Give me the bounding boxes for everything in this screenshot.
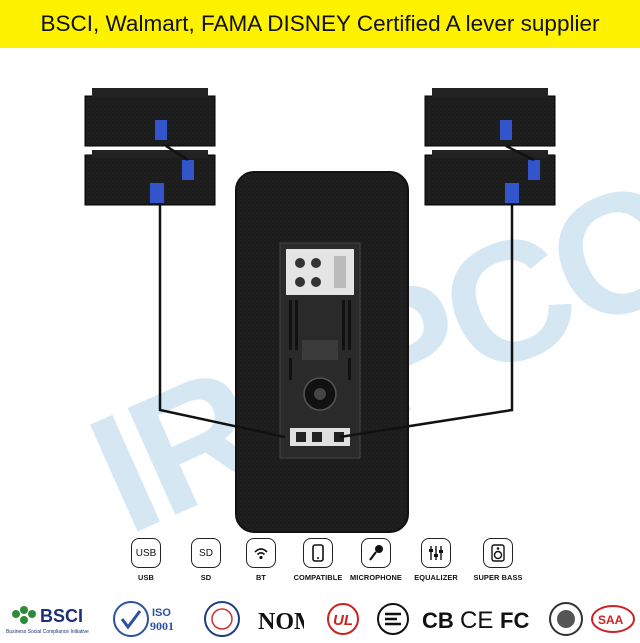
equalizer-icon	[421, 538, 451, 568]
speaker-left-bottom	[84, 150, 216, 206]
feature-super-bass: SUPER BASS	[470, 538, 526, 582]
usb-icon: USB	[131, 538, 161, 568]
speaker-icon	[483, 538, 513, 568]
bsci-logo: BSCI Business Social Compliance Initiati…	[4, 602, 104, 636]
speaker-right-bottom	[424, 150, 556, 206]
iso-9001-logo: ISO 9001	[112, 600, 184, 638]
feature-label: EQUALIZER	[414, 573, 458, 582]
feature-compatible: COMPATIBLE	[290, 538, 346, 582]
nom-logo: NOM	[256, 602, 317, 636]
svg-text:UL: UL	[333, 612, 353, 629]
svg-text:NOM: NOM	[258, 609, 304, 635]
etl-logo	[376, 602, 410, 636]
ce-logo: CE	[458, 602, 496, 636]
amplifier-panel	[279, 242, 361, 459]
feature-label: MICROPHONE	[350, 573, 402, 582]
feature-microphone: MICROPHONE	[348, 538, 404, 582]
sd-card-icon: SD	[191, 538, 221, 568]
phone-icon	[303, 538, 333, 568]
feature-equalizer: EQUALIZER	[408, 538, 464, 582]
emark-seal	[548, 600, 584, 638]
svg-text:SAA: SAA	[598, 613, 624, 627]
feature-label: COMPATIBLE	[293, 573, 343, 582]
feature-sd: SD SD	[178, 538, 234, 582]
feature-usb: USB USB	[118, 538, 174, 582]
speaker-cables	[158, 144, 535, 439]
microphone-icon	[361, 538, 391, 568]
quality-management-seal	[202, 600, 242, 638]
feature-label: USB	[138, 573, 154, 582]
certification-logos: BSCI Business Social Compliance Initiati…	[0, 598, 640, 640]
svg-text:Business Social Compliance Ini: Business Social Compliance Initiative	[6, 629, 89, 635]
cb-logo: CB	[420, 602, 456, 636]
feature-bt: BT	[233, 538, 289, 582]
top-banner: BSCI, Walmart, FAMA DISNEY Certified A l…	[0, 0, 640, 48]
svg-text:FC: FC	[500, 608, 529, 633]
feature-label: SD	[200, 573, 212, 582]
saa-logo: SAA	[590, 604, 636, 634]
feature-icons: USB USB SD SD BT COMPATIBLE MICROPHONE EQUALIZE…	[118, 538, 538, 586]
feature-label: SUPER BASS	[473, 573, 523, 582]
fcc-logo: FC	[498, 602, 540, 636]
speaker-left-top	[84, 88, 216, 147]
svg-text:9001: 9001	[150, 619, 174, 633]
svg-text:CE: CE	[460, 607, 493, 634]
banner-text: BSCI, Walmart, FAMA DISNEY Certified A l…	[40, 11, 600, 36]
ul-logo: UL	[326, 602, 360, 636]
bluetooth-wifi-icon	[246, 538, 276, 568]
svg-text:ISO: ISO	[152, 607, 171, 619]
feature-label: BT	[255, 573, 267, 582]
speaker-right-top	[424, 88, 556, 147]
product-scene: IRAPCO	[65, 88, 640, 538]
svg-text:CB: CB	[422, 608, 454, 633]
svg-text:BSCI: BSCI	[40, 606, 83, 626]
